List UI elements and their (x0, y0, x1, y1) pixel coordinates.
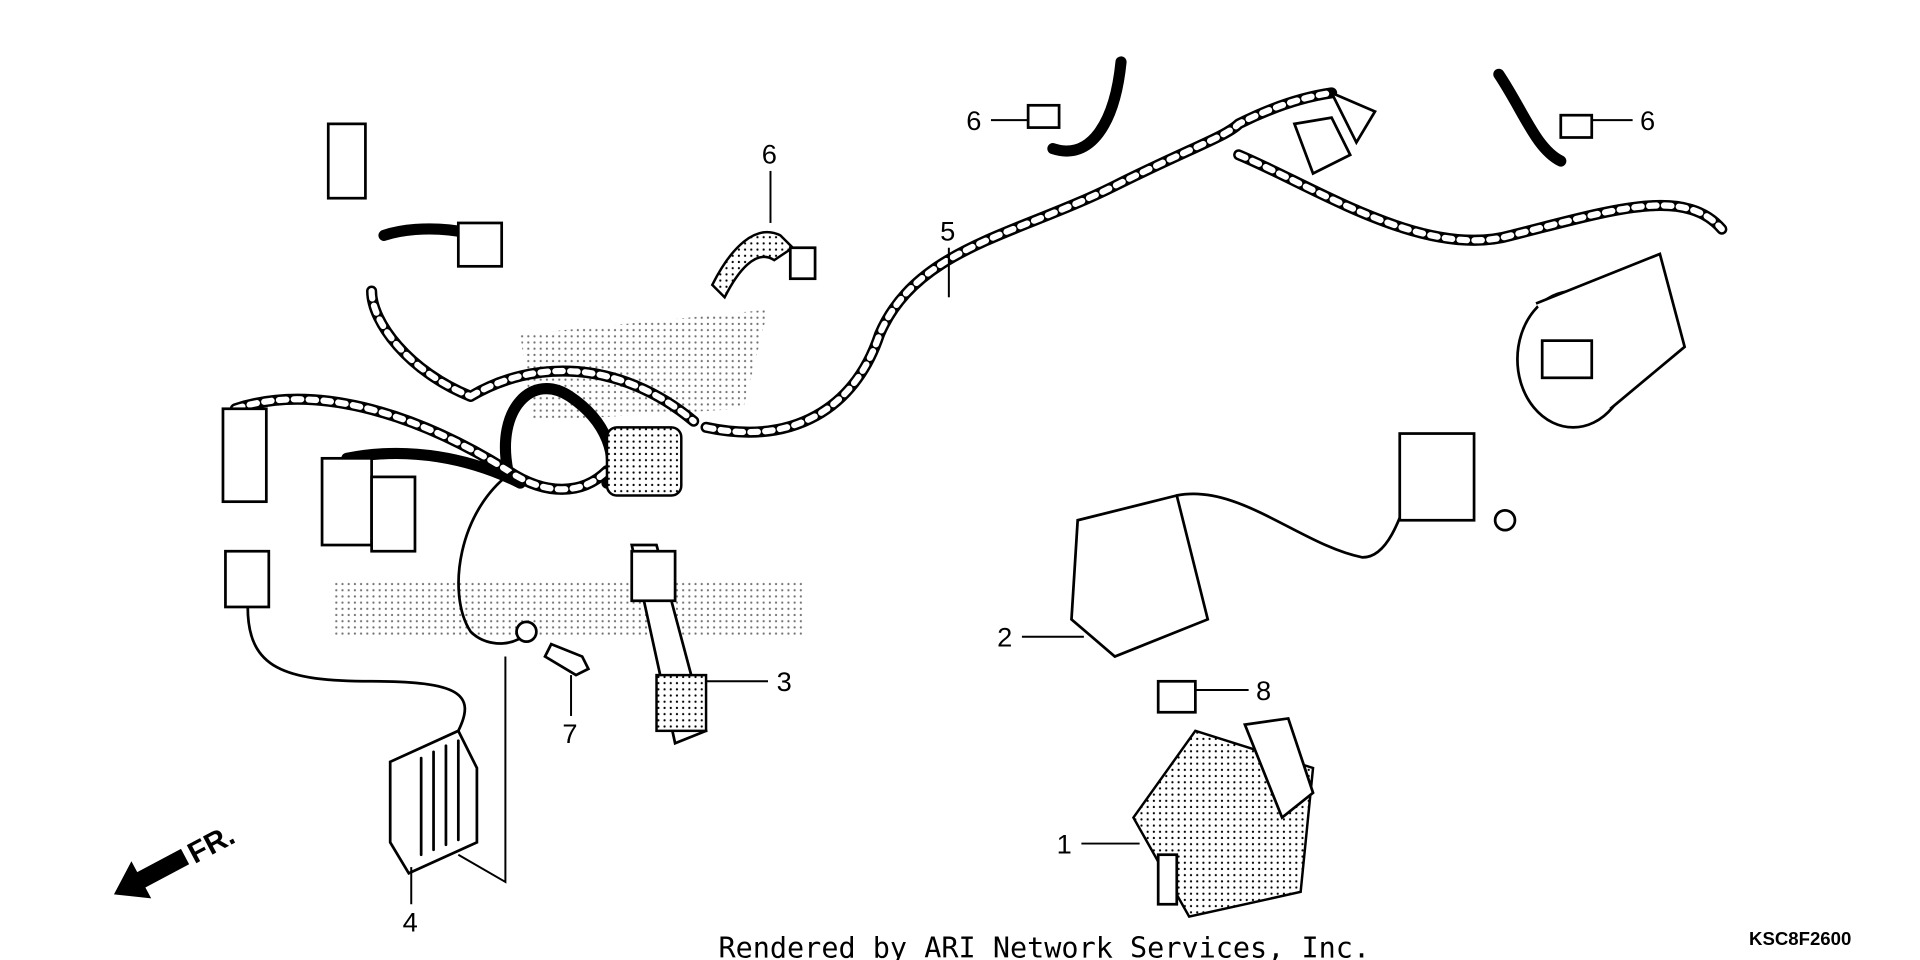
ecu-unit (1131, 716, 1315, 919)
callout-6-right: 6 (1640, 105, 1655, 136)
o2-sensor (630, 543, 708, 746)
callout-5: 5 (940, 215, 955, 246)
control-module (1070, 432, 1517, 659)
callout-3: 3 (777, 666, 792, 697)
callout-1: 1 (1057, 828, 1072, 859)
main-wire-harness (221, 87, 1728, 553)
callout-7: 7 (562, 718, 577, 749)
diagram-code: KSC8F2600 (1749, 928, 1851, 949)
regulator-rectifier (224, 549, 479, 876)
callout-4: 4 (403, 907, 418, 938)
callout-8: 8 (1256, 675, 1271, 706)
ground-wire-and-bolt (457, 469, 591, 677)
front-direction-label: FR. (182, 819, 240, 871)
relay (1156, 679, 1197, 714)
callout-2: 2 (997, 622, 1012, 653)
harness-clips (710, 56, 1594, 300)
callout-6-center: 6 (762, 139, 777, 170)
callout-6-left: 6 (966, 105, 981, 136)
callout-leaders (410, 119, 1633, 905)
front-direction-arrow: FR. (113, 819, 240, 899)
render-credit: Rendered by ARI Network Services, Inc. (718, 932, 1370, 960)
watermark-logo (334, 309, 806, 638)
